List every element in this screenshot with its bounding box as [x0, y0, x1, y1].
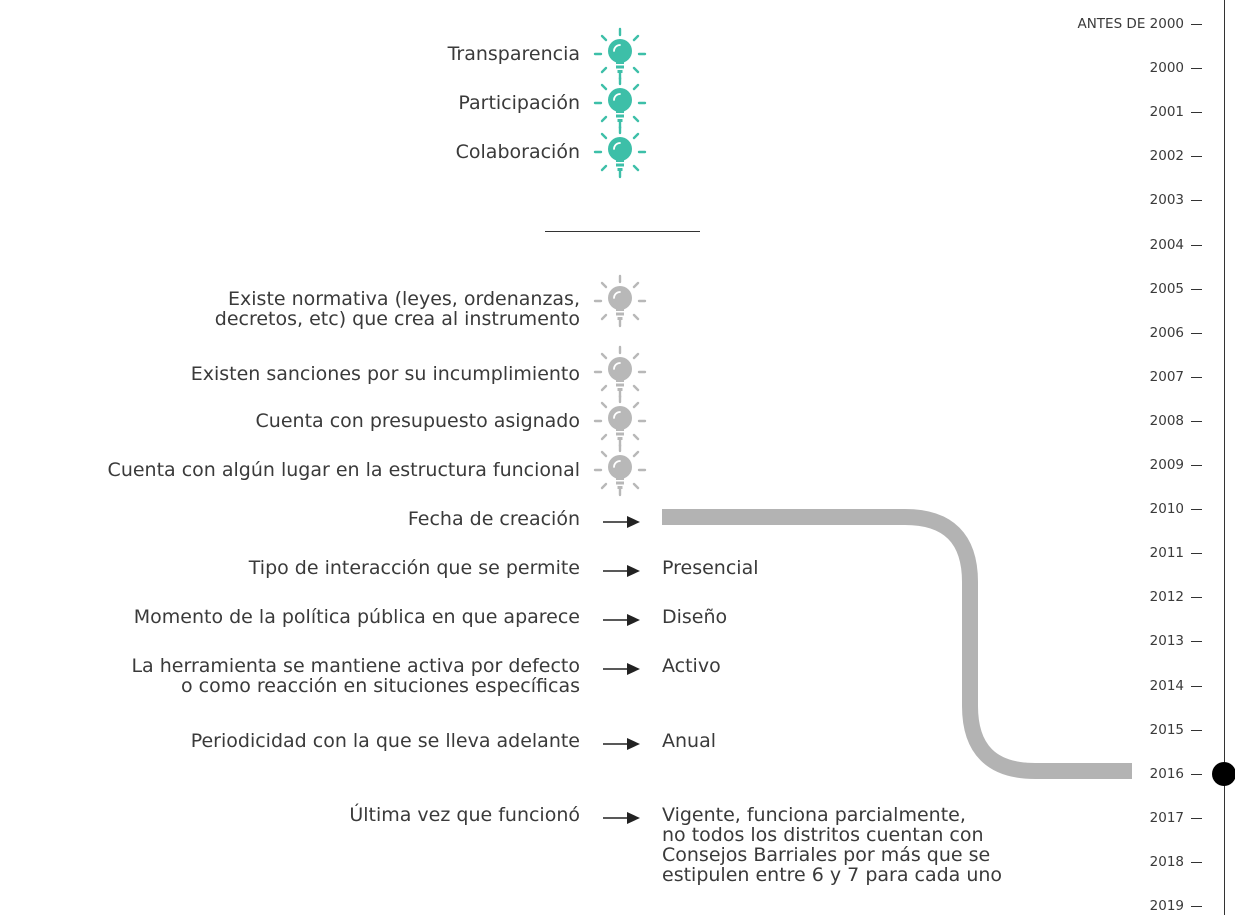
attribute-label: Última vez que funcionó — [349, 805, 580, 825]
attribute-value: Diseño — [662, 607, 727, 627]
year-label: 2007 — [1149, 368, 1184, 385]
year-label: 2004 — [1149, 236, 1184, 253]
attribute-value-line: no todos los distritos cuentan con — [662, 824, 984, 846]
year-tick — [1191, 597, 1202, 599]
year-label: 2002 — [1149, 148, 1184, 165]
attribute-label-line: La herramienta se mantiene activa por de… — [131, 655, 580, 677]
year-label: 2019 — [1149, 898, 1184, 914]
lightbulb-icon — [593, 76, 647, 130]
year-label: 2011 — [1149, 545, 1184, 562]
arrow-right-icon — [603, 514, 641, 528]
year-tick — [1191, 112, 1202, 114]
year-label: 2003 — [1149, 192, 1184, 209]
year-tick — [1191, 817, 1202, 819]
attribute-label-line: o como reacción en situciones específica… — [181, 675, 580, 697]
year-tick — [1191, 376, 1202, 378]
lightbulb-icon — [593, 345, 647, 399]
year-tick — [1191, 288, 1202, 290]
creation-year-marker — [1212, 761, 1235, 786]
attribute-value-line: Consejos Barriales por más que se — [662, 844, 991, 866]
attribute-label-line: Fecha de creación — [407, 508, 580, 530]
criterion-label: Existe normativa (leyes, ordenanzas, dec… — [215, 289, 580, 329]
attribute-value: Anual — [662, 731, 716, 751]
lightbulb-icon — [593, 125, 647, 179]
year-tick — [1191, 465, 1202, 466]
arrow-right-icon — [603, 736, 641, 750]
year-tick — [1191, 24, 1202, 25]
arrow-right-icon — [603, 810, 641, 824]
year-tick — [1191, 68, 1202, 70]
year-tick — [1191, 200, 1202, 202]
attribute-label: Tipo de interacción que se permite — [249, 558, 580, 578]
arrow-right-icon — [603, 661, 641, 675]
year-tick — [1191, 332, 1202, 334]
year-label: 2018 — [1149, 853, 1184, 870]
lightbulb-icon — [593, 27, 647, 81]
criterion-label-line: Cuenta con presupuesto asignado — [255, 410, 580, 432]
lightbulb-icon — [593, 443, 647, 497]
attribute-label: Fecha de creación — [408, 509, 580, 529]
year-label: 2009 — [1149, 457, 1184, 473]
year-label: 2006 — [1149, 324, 1184, 341]
lightbulb-icon — [593, 274, 647, 328]
attribute-label: Momento de la política pública en que ap… — [134, 607, 580, 627]
year-label: 2008 — [1149, 412, 1184, 429]
lightbulb-icon — [593, 394, 647, 448]
principle-label: Transparencia — [447, 43, 580, 65]
criterion-label-line: Existen sanciones por su incumplimiento — [190, 363, 580, 385]
attribute-value-line: Presencial — [662, 557, 759, 579]
attribute-value-line: Activo — [662, 655, 721, 677]
attribute-value-line: Diseño — [662, 606, 728, 628]
principle-label: Colaboración — [455, 141, 580, 163]
year-tick — [1191, 641, 1202, 643]
attribute-label: La herramienta se mantiene activa por de… — [131, 656, 580, 696]
criterion-label-line: decretos, etc) que crea al instrumento — [214, 308, 580, 330]
year-label: 2005 — [1149, 280, 1184, 297]
year-label: 2000 — [1149, 60, 1184, 77]
attribute-value-line: Vigente, funciona parcialmente, — [662, 804, 966, 826]
year-tick — [1191, 553, 1202, 555]
attribute-label-line: Tipo de interacción que se permite — [248, 557, 580, 579]
attribute-label-line: Momento de la política pública en que ap… — [133, 606, 580, 628]
attribute-value: Presencial — [662, 558, 758, 578]
year-label: 2017 — [1149, 809, 1184, 826]
attribute-value-line: estipulen entre 6 y 7 para cada uno — [662, 864, 1003, 886]
timeline-axis — [1224, 0, 1225, 915]
criterion-label-line: Existe normativa (leyes, ordenanzas, — [228, 288, 580, 310]
year-tick — [1191, 906, 1202, 907]
attribute-label-line: Periodicidad con la que se lleva adelant… — [190, 730, 580, 752]
attribute-label: Periodicidad con la que se lleva adelant… — [191, 731, 580, 751]
arrow-right-icon — [603, 612, 641, 626]
attribute-label-line: Última vez que funcionó — [349, 804, 580, 826]
year-tick — [1191, 156, 1202, 158]
attribute-value: Vigente, funciona parcialmente, no todos… — [662, 805, 1002, 885]
criterion-label: Existen sanciones por su incumplimiento — [191, 364, 580, 384]
year-tick — [1191, 420, 1202, 422]
year-label: 2015 — [1149, 721, 1184, 738]
section-divider — [545, 231, 700, 232]
creation-date-connector — [662, 509, 1132, 779]
attribute-value-line: Anual — [662, 730, 717, 752]
year-tick — [1191, 244, 1202, 246]
year-label: 2014 — [1149, 677, 1184, 694]
year-tick — [1191, 729, 1202, 731]
principle-label: Participación — [458, 92, 580, 114]
criterion-label: Cuenta con presupuesto asignado — [256, 411, 580, 431]
year-tick — [1191, 509, 1202, 511]
year-label: 2010 — [1149, 501, 1184, 518]
year-label: ANTES DE 2000 — [1077, 16, 1184, 32]
criterion-label: Cuenta con algún lugar en la estructura … — [108, 460, 580, 480]
year-label: 2012 — [1149, 589, 1184, 606]
year-label: 2001 — [1149, 104, 1184, 121]
year-tick — [1191, 685, 1202, 687]
criterion-label-line: Cuenta con algún lugar en la estructura … — [107, 459, 580, 481]
year-label: 2016 — [1149, 765, 1184, 782]
arrow-right-icon — [603, 563, 641, 577]
attribute-value: Activo — [662, 656, 721, 676]
year-label: 2013 — [1149, 633, 1184, 650]
year-tick — [1191, 773, 1202, 775]
year-tick — [1191, 861, 1202, 863]
